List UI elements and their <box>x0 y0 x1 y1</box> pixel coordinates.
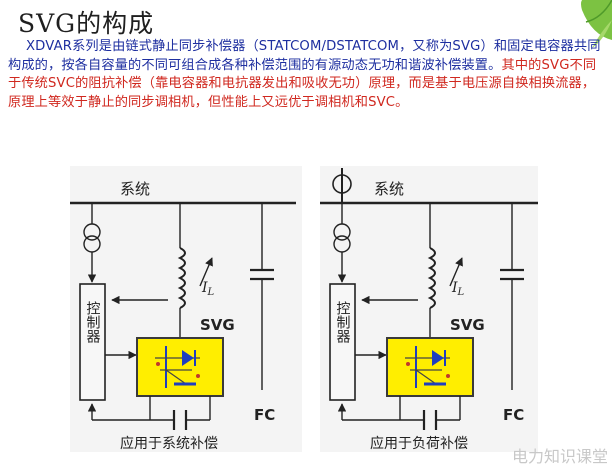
reactor-inductor-icon <box>427 247 436 309</box>
system-label: 系统 <box>374 180 404 198</box>
diagram-caption: 应用于负荷补偿 <box>370 435 468 452</box>
description-part-blue: XDVAR系列是由链式静止同步补偿器（STATCOM/DSTATCOM，又称为S… <box>8 39 601 73</box>
svg-converter-box <box>386 337 474 397</box>
current-arrow <box>199 257 213 287</box>
svg-label: SVG <box>200 316 235 334</box>
slide-title: SVG的构成 <box>18 9 155 38</box>
diagram-panel <box>320 166 538 452</box>
watermark: 电力知识课堂 <box>511 447 608 466</box>
load-ct-icon <box>332 174 352 194</box>
svg-label: SVG <box>450 316 485 334</box>
leaf-decoration-icon <box>581 0 612 48</box>
controller-box <box>329 283 356 401</box>
diagram-system-compensation: 系统 控制器 IL SVG <box>70 166 302 452</box>
ct-transformer-icon <box>333 223 351 241</box>
fc-label: FC <box>254 406 275 424</box>
description-paragraph: XDVAR系列是由链式静止同步补偿器（STATCOM/DSTATCOM，又称为S… <box>8 38 604 112</box>
svg-application-diagrams: 系统 控制器 IL SVG <box>70 166 538 452</box>
controller-label: 控制器 <box>85 301 101 343</box>
igbt-diode-icon <box>155 346 200 388</box>
diagram-panel <box>70 166 302 452</box>
ct-transformer-icon <box>83 223 101 241</box>
diagram-caption: 应用于系统补偿 <box>120 435 218 452</box>
fc-label: FC <box>503 406 524 424</box>
description-part-red: 其中的SVG不同于传统SVC的阻抗补偿（靠电容器和电抗器发出和吸收无功）原理，而… <box>8 57 597 110</box>
controller-box <box>79 283 106 401</box>
system-label: 系统 <box>120 180 150 198</box>
igbt-diode-icon <box>405 346 450 388</box>
current-arrow <box>449 257 463 287</box>
controller-label: 控制器 <box>335 301 351 343</box>
reactor-inductor-icon <box>177 247 186 309</box>
svg-converter-box <box>136 337 224 397</box>
diagram-load-compensation: 系统 控制器 IL SVG <box>320 166 538 452</box>
current-label: IL <box>451 280 465 298</box>
current-label: IL <box>201 280 215 298</box>
